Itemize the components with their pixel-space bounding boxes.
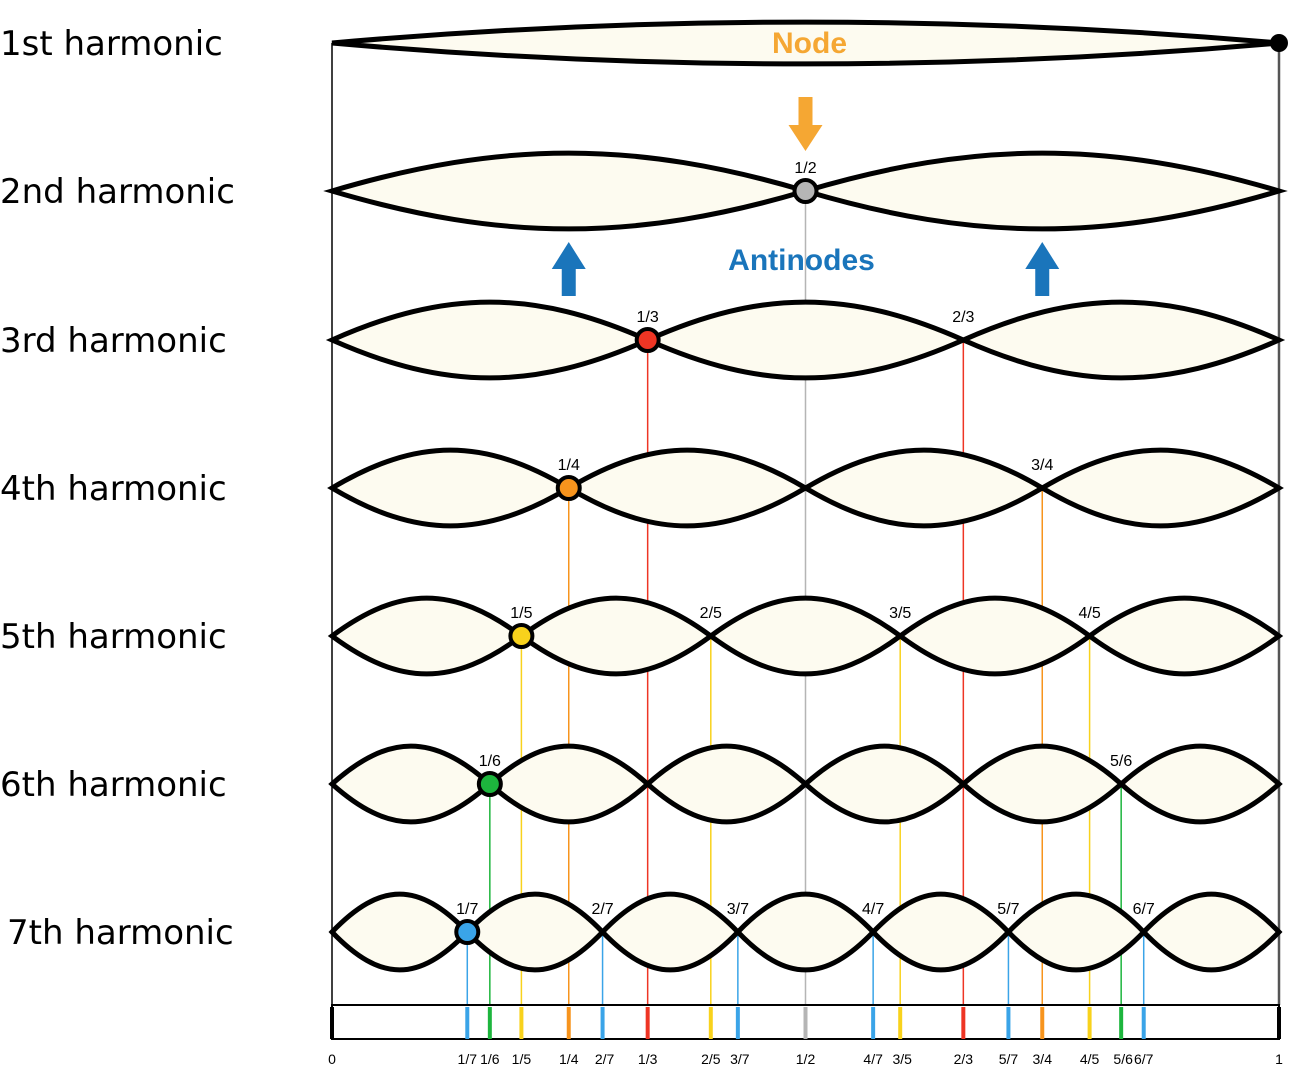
wave-lobe-1-1 xyxy=(331,19,1280,67)
scale-label-3-4: 3/4 xyxy=(1033,1051,1053,1067)
node-label-7-5-7: 5/7 xyxy=(997,901,1019,918)
node-label-3-2-3: 2/3 xyxy=(952,309,974,326)
node-marker-4 xyxy=(555,475,582,501)
harmonic-label-4: 4th harmonic xyxy=(0,469,227,509)
node-label-7-3-7: 3/7 xyxy=(727,901,749,918)
node-marker-6 xyxy=(476,771,503,797)
wave-lobe-6-5 xyxy=(959,743,1125,825)
node-callout-label: Node xyxy=(772,27,847,60)
node-marker-3 xyxy=(634,327,661,353)
wave-lobe-6-4 xyxy=(801,743,968,825)
wave-lobe-3-1 xyxy=(325,299,654,381)
harmonic-label-3: 3rd harmonic xyxy=(0,321,227,361)
antinode-arrow-icon-2 xyxy=(1025,242,1060,296)
harmonic-label-2: 2nd harmonic xyxy=(0,172,235,212)
node-label-5-2-5: 2/5 xyxy=(700,605,722,622)
wave-lobe-7-3 xyxy=(599,891,742,973)
node-label-5-3-5: 3/5 xyxy=(889,605,911,622)
harmonic-label-6: 6th harmonic xyxy=(0,765,227,805)
wave-lobe-7-1 xyxy=(328,891,471,973)
wave-lobe-5-3 xyxy=(706,595,905,677)
scale-label-5-7: 5/7 xyxy=(999,1051,1019,1067)
wave-lobe-7-5 xyxy=(869,891,1012,973)
wave-lobe-4-3 xyxy=(800,447,1048,529)
harmonic-labels: 1st harmonic 2nd harmonic 3rd harmonic 4th … xyxy=(0,24,235,953)
node-marker-2 xyxy=(792,178,819,204)
harmonic-label-5: 5th harmonic xyxy=(0,617,227,657)
wave-lobe-2-2 xyxy=(796,150,1288,232)
wave-lobe-6-6 xyxy=(1117,743,1283,825)
wave-lobe-4-4 xyxy=(1037,447,1284,529)
scale-label-4-7: 4/7 xyxy=(863,1051,883,1067)
node-label-5-1-5: 1/5 xyxy=(510,605,532,622)
node-label-4-3-4: 3/4 xyxy=(1031,457,1053,474)
harmonic-row-5: 1/5 2/5 3/5 4/5 xyxy=(327,595,1284,677)
wave-lobe-7-7 xyxy=(1140,891,1283,973)
wave-lobe-6-1 xyxy=(328,743,494,825)
harmonic-label-1: 1st harmonic xyxy=(0,24,223,64)
scale-label-1-6: 1/6 xyxy=(480,1051,500,1067)
scale-label-3-7: 3/7 xyxy=(730,1051,750,1067)
harmonic-waves: 1/2 1/3 2/3 1/4 3/4 1/5 2/5 3/5 4/5 1/6 5/6 1/7 2/7 3… xyxy=(323,19,1288,973)
node-label-7-6-7: 6/7 xyxy=(1133,901,1155,918)
node-label-5-4-5: 4/5 xyxy=(1078,605,1100,622)
harmonic-row-1 xyxy=(331,19,1280,67)
scale-label-5-6: 5/6 xyxy=(1113,1051,1133,1067)
wave-lobe-3-3 xyxy=(957,299,1286,381)
wave-lobe-7-2 xyxy=(463,891,607,973)
scale-label-1-2: 1/2 xyxy=(796,1051,816,1067)
scale-label-4-5: 4/5 xyxy=(1080,1051,1100,1067)
antinode-arrow-icon-1 xyxy=(551,242,586,296)
wave-lobe-5-1 xyxy=(327,595,526,677)
scale-label-2-3: 2/3 xyxy=(954,1051,974,1067)
node-label-3-1-3: 1/3 xyxy=(637,309,659,326)
wave-lobe-5-2 xyxy=(517,595,716,677)
scale-label-1-7: 1/7 xyxy=(458,1051,478,1067)
node-label-6-1-6: 1/6 xyxy=(479,753,501,770)
wave-lobe-5-4 xyxy=(895,595,1094,677)
harmonic-row-7: 1/7 2/7 3/7 4/7 5/7 6/7 xyxy=(328,891,1283,973)
scale-label-0: 0 xyxy=(328,1051,336,1067)
node-label-7-4-7: 4/7 xyxy=(862,901,884,918)
node-label-7-2-7: 2/7 xyxy=(591,901,613,918)
node-label-6-5-6: 5/6 xyxy=(1110,753,1132,770)
harmonic-row-6: 1/6 5/6 xyxy=(328,743,1283,825)
scale-label-6-7: 6/7 xyxy=(1134,1051,1154,1067)
scale-label-2-5: 2/5 xyxy=(701,1051,721,1067)
node-arrow-icon xyxy=(788,97,823,151)
string-frame xyxy=(331,34,1288,1005)
wave-lobe-5-5 xyxy=(1085,595,1284,677)
wave-lobe-4-2 xyxy=(563,447,811,529)
scale-label-1-4: 1/4 xyxy=(559,1051,579,1067)
wave-lobe-3-2 xyxy=(641,299,970,381)
wave-lobe-4-1 xyxy=(327,447,574,529)
harmonic-row-2: 1/2 xyxy=(323,150,1288,232)
node-label-4-1-4: 1/4 xyxy=(558,457,580,474)
harmonic-label-7: 7th harmonic xyxy=(7,913,234,953)
wave-lobe-7-6 xyxy=(1004,891,1148,973)
antinodes-callout-label: Antinodes xyxy=(728,244,875,277)
node-marker-7 xyxy=(454,919,481,945)
wave-lobe-6-2 xyxy=(486,743,652,825)
harmonic-row-4: 1/4 3/4 xyxy=(327,447,1284,529)
scale-label-3-5: 3/5 xyxy=(892,1051,912,1067)
scale-label-1: 1 xyxy=(1275,1051,1283,1067)
node-label-2-1-2: 1/2 xyxy=(794,160,816,177)
wave-lobe-7-4 xyxy=(734,891,877,973)
scale-label-2-7: 2/7 xyxy=(595,1051,615,1067)
scale-label-1-3: 1/3 xyxy=(638,1051,658,1067)
harmonic-row-3: 1/3 2/3 xyxy=(325,299,1286,381)
wave-lobe-6-3 xyxy=(643,743,810,825)
node-marker-5 xyxy=(508,623,535,649)
scale-label-1-5: 1/5 xyxy=(512,1051,532,1067)
node-label-7-1-7: 1/7 xyxy=(456,901,478,918)
wave-lobe-2-1 xyxy=(323,150,815,232)
